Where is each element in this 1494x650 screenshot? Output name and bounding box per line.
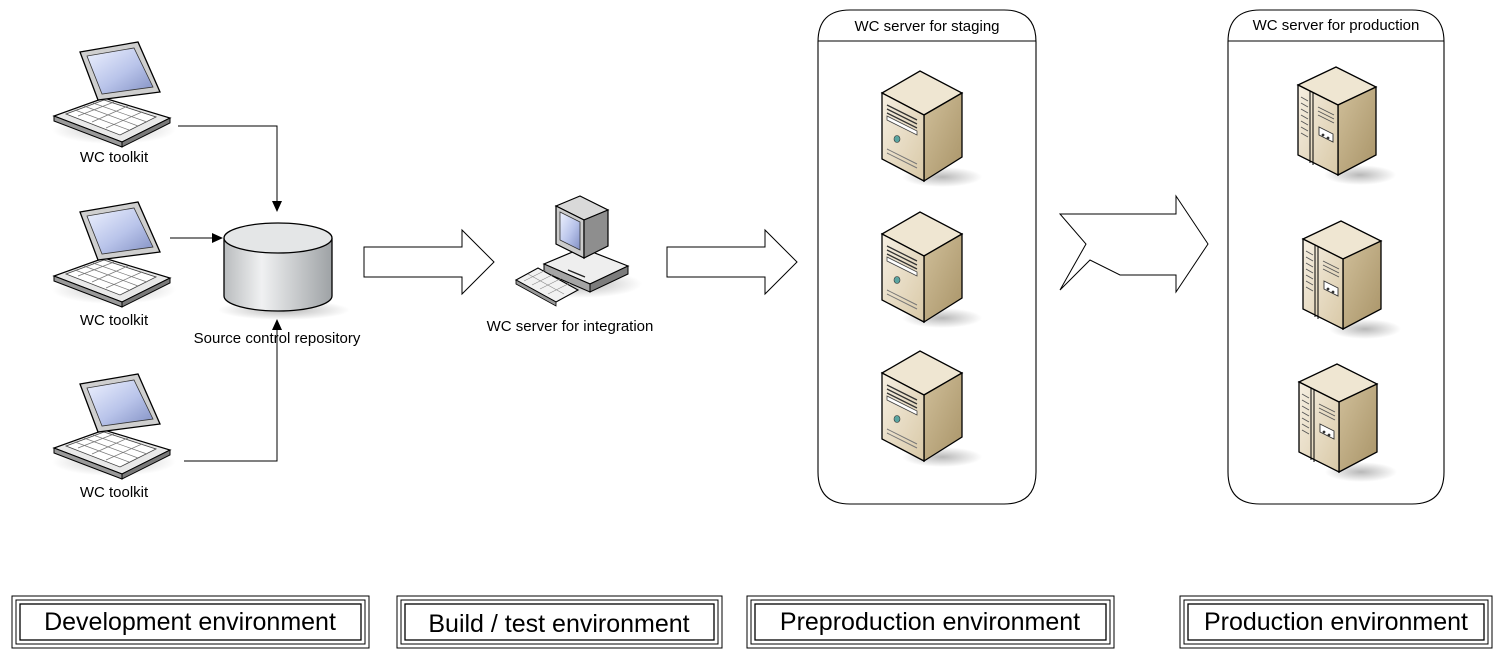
staging-title: WC server for staging [854,18,999,35]
arrowheads [212,201,282,330]
connector-laptop-1 [178,125,278,203]
connectors [170,125,278,462]
laptop-3-label: WC toolkit [80,484,149,501]
arrow-to-integration [363,229,495,295]
laptop-2-label: WC toolkit [80,312,149,329]
arrow-to-staging [666,229,798,295]
env-build-test: Build / test environment [396,595,723,649]
env-production-label: Production environment [1204,608,1468,636]
source-control-repository: Source control repository [194,222,361,347]
arrowhead-up [272,319,282,330]
arrowhead-right [212,233,223,243]
env-production: Production environment [1179,595,1493,649]
production-title: WC server for production [1253,17,1420,34]
staging-container: WC server for staging [817,9,1037,505]
env-development: Development environment [11,595,370,649]
env-build-test-label: Build / test environment [428,610,689,638]
promotion-arrow [1058,194,1209,294]
arrowhead-down [272,201,282,212]
integration-server: WC server for integration [487,195,654,335]
env-preproduction: Preproduction environment [746,595,1115,649]
integration-server-label: WC server for integration [487,318,654,335]
connector-laptop-3 [184,328,278,462]
repository-label: Source control repository [194,330,361,347]
laptop-1: WC toolkit [51,41,177,166]
laptop-1-label: WC toolkit [80,149,149,166]
production-container: WC server for production [1227,9,1445,505]
laptop-2: WC toolkit [51,201,177,329]
env-preproduction-label: Preproduction environment [780,608,1080,636]
laptop-3: WC toolkit [51,373,177,501]
env-development-label: Development environment [44,608,336,636]
